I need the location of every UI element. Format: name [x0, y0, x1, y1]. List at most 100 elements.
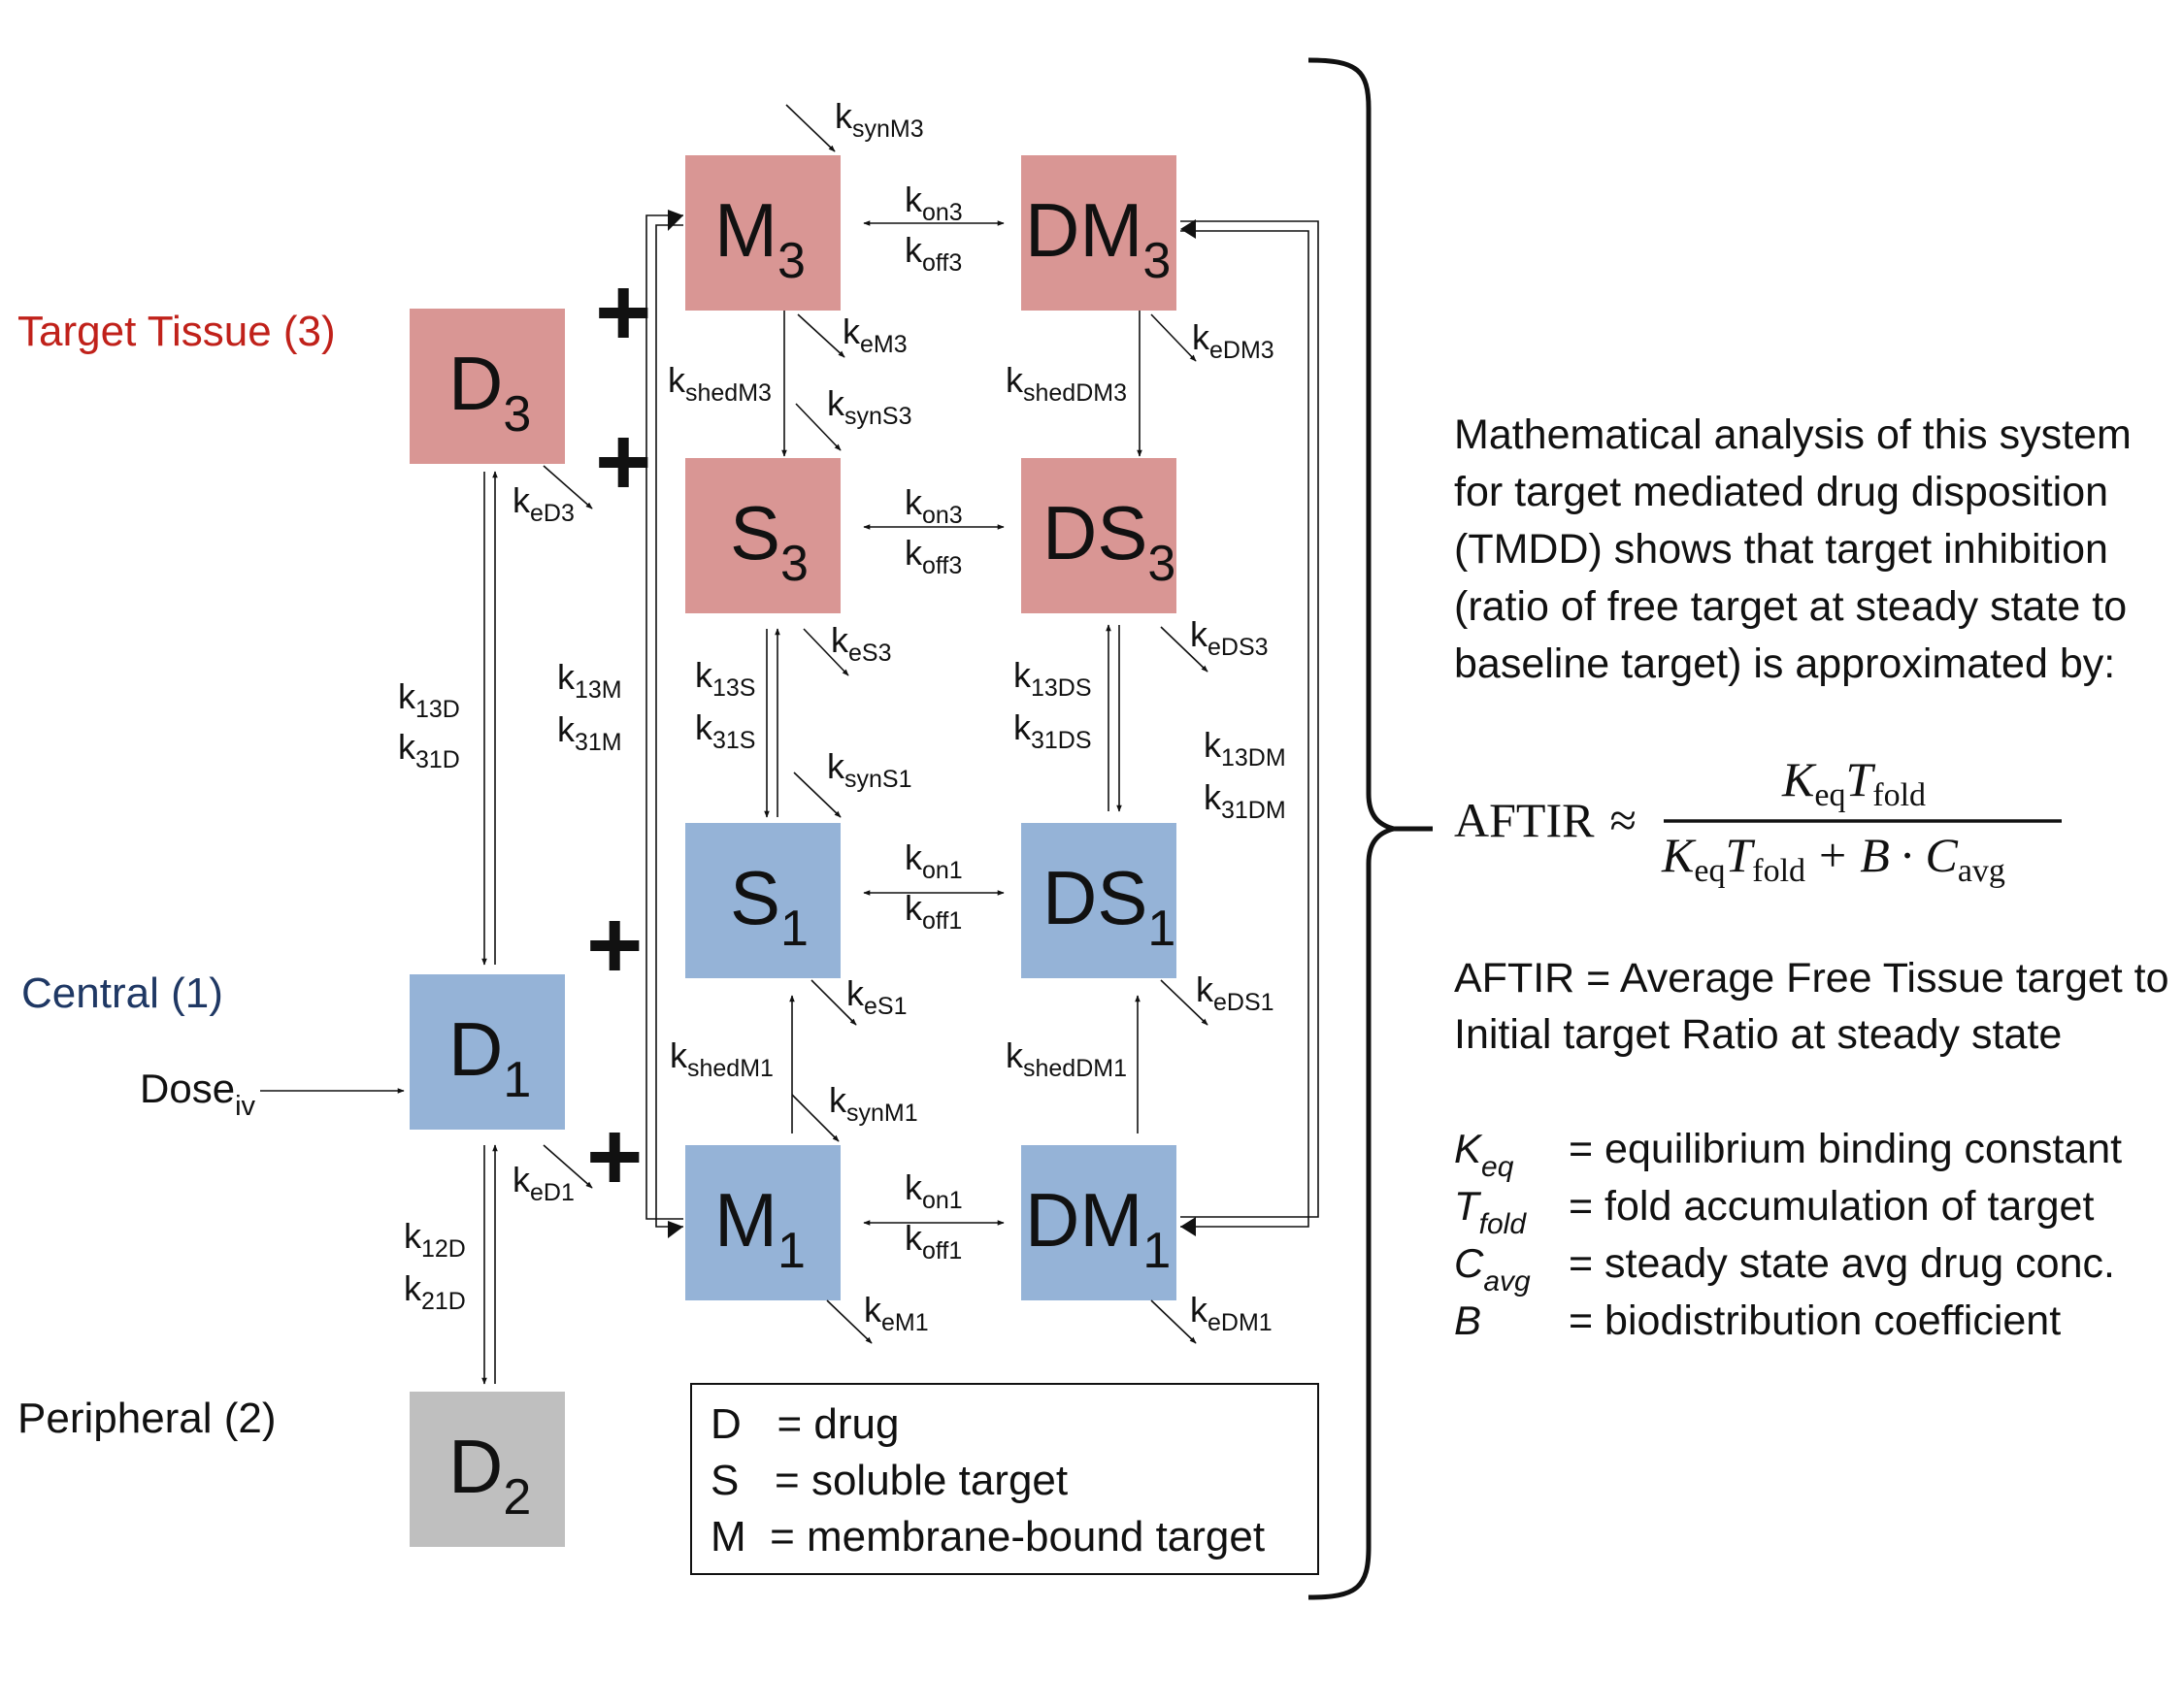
- rate-label-k31d: k31D: [398, 727, 460, 773]
- compartment-box-dm1: [1021, 1145, 1176, 1300]
- rate-label-koff1-s: koff1: [905, 888, 962, 935]
- loop-k13m-outer: [645, 214, 683, 1220]
- compartment-label-d2: D2: [448, 1424, 531, 1526]
- rate-label-koff3-m: koff3: [905, 230, 962, 277]
- arrow-ksynm3: [785, 104, 836, 152]
- compartment-label-d1: D1: [448, 1006, 531, 1108]
- rate-label-ked3: keD3: [513, 480, 575, 527]
- formula-denominator: KeqTfold+B·Cavg: [1661, 828, 2005, 889]
- compartment-box-d3: [410, 309, 565, 464]
- compartment-box-s3: [685, 458, 841, 613]
- rate-label-ksynm3: ksynM3: [835, 96, 924, 143]
- arrow-ksyns3: [795, 403, 842, 451]
- rate-label-k31ds: k31DS: [1013, 707, 1092, 754]
- arrow-ksynm1: [791, 1094, 840, 1142]
- rate-label-kem1: keM1: [864, 1290, 929, 1336]
- rate-label-k31s: k31S: [695, 707, 755, 754]
- definition-text: = equilibrium binding constant: [1569, 1126, 2122, 1172]
- aftir-definition-line2: Initial target Ratio at steady state: [1454, 1011, 2062, 1058]
- definition-symbol: B: [1454, 1297, 1481, 1343]
- rate-label-ksynm1: ksynM1: [829, 1080, 918, 1127]
- formula-numerator: KeqTfold: [1781, 752, 1926, 813]
- plus-sign: +: [586, 1102, 643, 1211]
- plus-sign: +: [595, 408, 651, 516]
- compartment-box-d2: [410, 1392, 565, 1547]
- arrow-ked1: [543, 1144, 593, 1189]
- compartment-label-ds1: DS1: [1042, 855, 1175, 957]
- compartment-label-s3: S3: [730, 490, 809, 592]
- rate-label-k13ds: k13DS: [1013, 655, 1092, 702]
- rate-label-keds3: keDS3: [1190, 614, 1269, 661]
- compartment-label-dm1: DM1: [1025, 1177, 1171, 1279]
- arrow-kes3: [803, 628, 849, 676]
- legend-soluble-target: S = soluble target: [711, 1457, 1068, 1504]
- region-label-peripheral: Peripheral (2): [17, 1395, 277, 1442]
- rate-label-kes3: keS3: [831, 620, 891, 667]
- analysis-text-line: (ratio of free target at steady state to: [1454, 583, 2127, 630]
- legend-box: [690, 1383, 1319, 1575]
- arrow-kes1: [810, 979, 857, 1026]
- rate-label-koff3-s: koff3: [905, 533, 962, 579]
- definition-symbol: Cavg: [1454, 1240, 1531, 1297]
- curly-brace: [1307, 57, 1433, 1600]
- loop-arrowhead-dm1: [1180, 1217, 1196, 1236]
- rate-label-kshedm3: kshedM3: [668, 360, 772, 407]
- loop-k13dm-outer: [1180, 220, 1319, 1218]
- compartment-box-dm3: [1021, 155, 1176, 311]
- arrow-keds3: [1160, 626, 1208, 673]
- rate-label-kon1-m: kon1: [905, 1167, 963, 1214]
- arrow-kem1: [826, 1299, 873, 1344]
- definition-text: = steady state avg drug conc.: [1569, 1240, 2115, 1287]
- loop-k13dm-inner: [1180, 230, 1309, 1228]
- compartment-label-ds3: DS3: [1042, 490, 1175, 592]
- rate-label-keds1: keDS1: [1196, 969, 1274, 1016]
- rate-label-ksheddm1: kshedDM1: [1006, 1035, 1127, 1082]
- compartment-label-dm3: DM3: [1025, 187, 1171, 289]
- plus-sign: +: [595, 258, 651, 367]
- compartment-label-d3: D3: [448, 341, 531, 443]
- aftir-definition-line1: AFTIR = Average Free Tissue target to: [1454, 955, 2169, 1002]
- compartment-box-ds1: [1021, 823, 1176, 978]
- rate-label-k12d: k12D: [404, 1216, 466, 1263]
- rate-label-kon3-s: kon3: [905, 482, 963, 529]
- rate-label-kem3: keM3: [843, 312, 908, 358]
- arrow-keds1: [1160, 979, 1208, 1026]
- loop-arrowhead-m1: [668, 1221, 683, 1238]
- rate-label-kedm3: keDM3: [1192, 317, 1274, 364]
- rate-label-k21d: k21D: [404, 1268, 466, 1315]
- definition-text: = fold accumulation of target: [1569, 1183, 2094, 1230]
- analysis-text-line: (TMDD) shows that target inhibition: [1454, 526, 2108, 573]
- arrow-ksyns1: [793, 772, 842, 818]
- formula-lhs: AFTIR≈: [1454, 793, 1637, 847]
- rate-label-k13d: k13D: [398, 676, 460, 723]
- arrow-kem3: [797, 313, 845, 358]
- rate-label-kes1: keS1: [846, 973, 907, 1020]
- arrow-kedm3: [1150, 313, 1197, 362]
- rate-label-k13dm: k13DM: [1204, 725, 1286, 772]
- compartment-box-m3: [685, 155, 841, 311]
- aftir-formula: AFTIR≈ KeqTfold KeqTfold+B·Cavg: [1454, 752, 2062, 889]
- analysis-text-line: for target mediated drug disposition: [1454, 469, 2108, 515]
- compartment-label-m1: M1: [714, 1177, 806, 1279]
- rate-label-k31dm: k31DM: [1204, 777, 1286, 824]
- rate-label-ksyns1: ksynS1: [827, 746, 911, 793]
- region-label-target-tissue: Target Tissue (3): [17, 308, 336, 355]
- rate-label-kshedm1: kshedM1: [670, 1035, 774, 1082]
- analysis-text-line: Mathematical analysis of this system: [1454, 411, 2132, 458]
- rate-label-ksheddm3: kshedDM3: [1006, 360, 1127, 407]
- region-label-central: Central (1): [21, 969, 223, 1017]
- rate-label-kedm1: keDM1: [1190, 1290, 1273, 1336]
- rate-label-kon3-m: kon3: [905, 180, 963, 226]
- analysis-text-line: baseline target) is approximated by:: [1454, 640, 2115, 687]
- loop-arrowhead-dm3: [1180, 219, 1196, 239]
- plus-sign: +: [586, 891, 643, 1000]
- definition-symbol: Tfold: [1454, 1183, 1527, 1240]
- rate-label-k13s: k13S: [695, 655, 755, 702]
- loop-arrowhead-m3: [668, 210, 683, 231]
- definition-text: = biodistribution coefficient: [1569, 1297, 2061, 1344]
- dose-label: Doseiv: [140, 1066, 256, 1122]
- arrow-ked3: [543, 465, 593, 509]
- rate-label-k31m: k31M: [557, 709, 622, 756]
- rate-label-k13m: k13M: [557, 657, 622, 704]
